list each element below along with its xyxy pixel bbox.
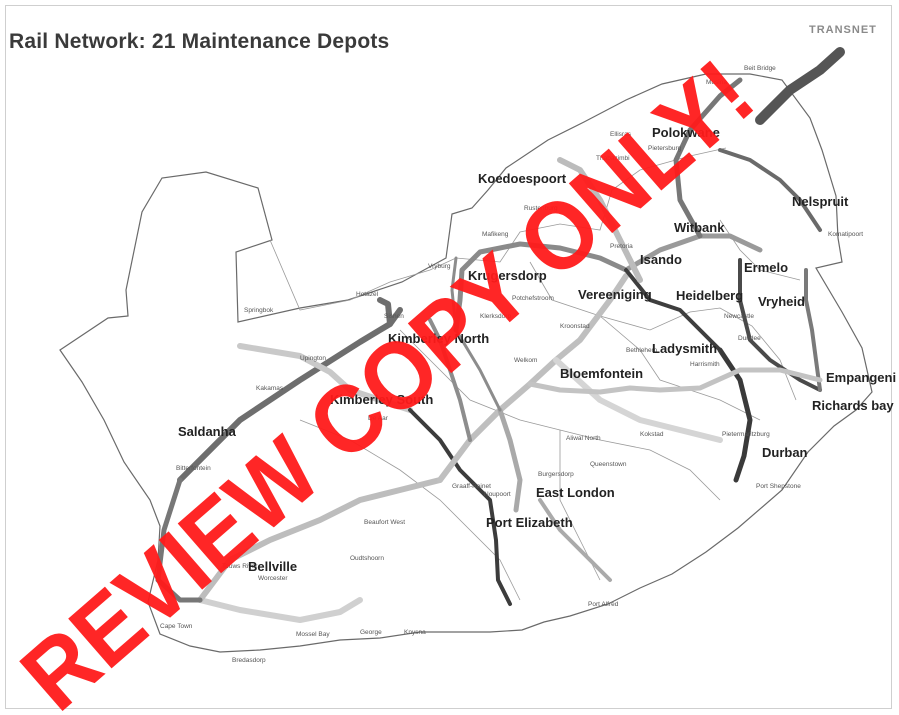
depot-label: Kimberley South [330, 392, 433, 407]
depot-label: Ladysmith [652, 341, 717, 356]
depot-label: Durban [762, 445, 808, 460]
place-label: Vryburg [428, 263, 451, 270]
place-label: Worcester [258, 575, 288, 582]
depot-labels: Polokwane Koedoespoort Nelspruit Witbank… [178, 125, 896, 574]
place-label: Pietermaritzburg [722, 431, 770, 438]
depot-label: East London [536, 485, 615, 500]
place-label: Graaff-Reinet [452, 483, 491, 490]
place-label: Hotazel [356, 291, 379, 298]
place-label: Noupoort [484, 491, 511, 498]
place-label: Pretoria [610, 243, 633, 250]
depot-label: Isando [640, 252, 682, 267]
depot-label: Kimberley North [388, 331, 489, 346]
depot-label: Vereeniging [578, 287, 652, 302]
country-outline [59, 73, 873, 653]
place-label: Harrismith [690, 361, 720, 368]
place-label: Knysna [404, 629, 426, 636]
place-label: Springbok [244, 307, 274, 314]
place-label: Port Shepstone [756, 483, 801, 490]
depot-label: Vryheid [758, 294, 805, 309]
depot-label: Richards bay [812, 398, 894, 413]
place-label: George [360, 629, 382, 636]
place-label: Port Alfred [588, 601, 619, 608]
depot-label: Port Elizabeth [486, 515, 573, 530]
place-label: Musina [706, 79, 727, 86]
depot-label: Koedoespoort [478, 171, 567, 186]
place-label: Beaufort West [364, 519, 405, 526]
place-label: Bethlehem [626, 347, 657, 354]
depot-label: Polokwane [652, 125, 720, 140]
place-label: Ellisras [610, 131, 632, 138]
place-label: Komatipoort [828, 231, 863, 238]
depot-label: Heidelberg [676, 288, 743, 303]
place-label: Mafikeng [482, 231, 509, 238]
place-label: Burgersdorp [538, 471, 574, 478]
transnet-logo: TRANSNET [809, 24, 877, 36]
place-label: Kokstad [640, 431, 664, 438]
place-label: Welkom [514, 357, 537, 364]
place-label: Upington [300, 355, 326, 362]
place-label: Bredasdorp [232, 657, 266, 664]
place-label: Klerksdorp [480, 313, 511, 320]
place-labels: Beit Bridge Musina Ellisras Pietersburg … [160, 65, 863, 664]
depot-label: Witbank [674, 220, 725, 235]
page-title: Rail Network: 21 Maintenance Depots [9, 30, 390, 53]
place-label: Beit Bridge [744, 65, 776, 72]
place-label: Dundee [738, 335, 761, 342]
depot-label: Empangeni [826, 370, 896, 385]
depot-label: Bellville [248, 559, 297, 574]
depot-label: Nelspruit [792, 194, 849, 209]
place-label: Cape Town [160, 623, 193, 630]
place-label: Thabazimbi [596, 155, 630, 162]
depot-label: Krugersdorp [468, 268, 547, 283]
place-label: Queenstown [590, 461, 627, 468]
depot-label: Bloemfontein [560, 366, 643, 381]
rail-lines [155, 47, 845, 623]
depot-label: Ermelo [744, 260, 788, 275]
place-label: Touws River [222, 563, 258, 570]
place-label: Kakamas [256, 385, 284, 392]
place-label: Newcastle [724, 313, 754, 320]
place-label: De Aar [368, 415, 389, 422]
place-label: Aliwal North [566, 435, 601, 442]
place-label: Pietersburg [648, 145, 682, 152]
place-label: Rustenburg [524, 205, 558, 212]
place-label: Bitterfontein [176, 465, 211, 472]
depot-label: Saldanha [178, 424, 237, 439]
place-label: Sishen [384, 313, 404, 320]
place-label: Potchefstroom [512, 295, 554, 302]
place-label: Oudtshoorn [350, 555, 384, 562]
place-label: Kroonstad [560, 323, 590, 330]
place-label: Mossel Bay [296, 631, 330, 638]
